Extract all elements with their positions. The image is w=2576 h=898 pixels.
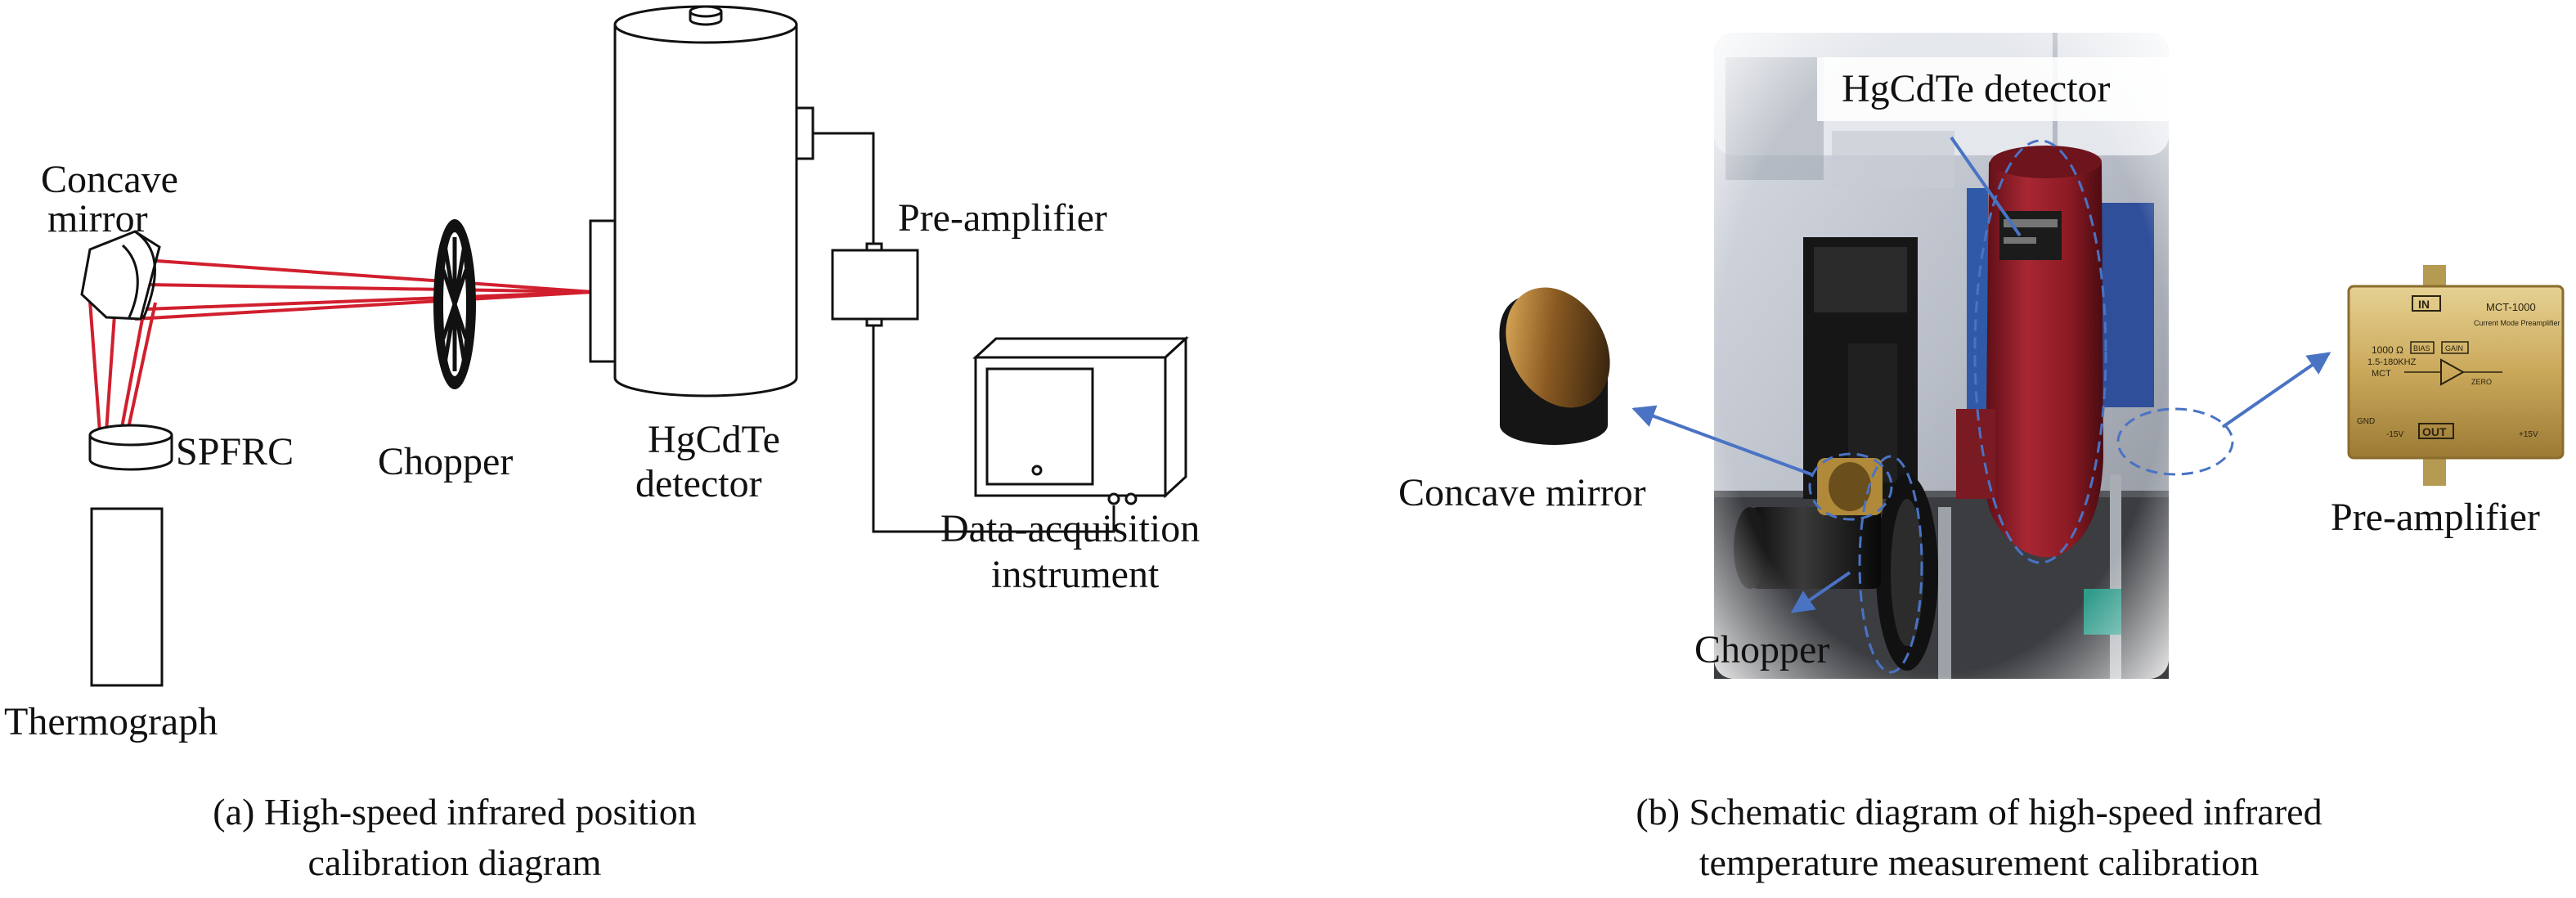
amp-spec2: 1.5-180KHZ [2367,357,2417,367]
thermograph-icon [90,507,164,687]
chopper-highlight [1858,455,1923,674]
concave-mirror-photo [1499,287,1610,445]
amp-neg: -15V [2386,430,2403,439]
amp-gain: GAIN [2445,344,2463,352]
amp-gnd: GND [2357,417,2375,426]
amp-spec1: 1000 Ω [2372,344,2403,356]
amp-zero: ZERO [2471,378,2492,386]
label-detector-line1: HgCdTe [648,418,780,461]
label-b-detector: HgCdTe detector [1842,67,2111,110]
label-thermograph: Thermograph [4,700,218,743]
label-daq-line1: Data-acquisition [940,507,1200,550]
pointer-arrows [1631,136,2331,613]
chopper-icon [433,219,476,389]
pre-amplifier-photo: MCT-1000 Current Mode Preamplifier IN 10… [2347,265,2565,486]
pre-amplifier-icon [831,242,919,327]
amp-bias: BIAS [2413,344,2430,352]
amp-sub: Current Mode Preamplifier [2474,319,2560,327]
panel-a: Concave mirror SPFRC Thermograph Chopper [4,5,1200,883]
label-concave-mirror-line1: Concave [41,158,178,201]
data-acquisition-icon [972,335,1189,505]
label-chopper: Chopper [378,440,513,483]
highlight-ellipses [1808,139,2234,674]
caption-a-line2: calibration diagram [308,842,602,883]
label-pre-amplifier: Pre-amplifier [898,196,1107,240]
spfrc-icon [88,424,173,471]
detector-label-box [1817,57,2169,121]
label-daq-line2: instrument [991,553,1160,596]
panel-b: HgCdTe detector Concave mirror Chopper M… [1398,33,2565,883]
caption-b-line2: temperature measurement calibration [1699,842,2260,883]
amp-pos: +15V [2519,430,2538,439]
lab-photo [1714,33,2169,679]
amp-out: OUT [2422,425,2447,438]
label-detector-line2: detector [635,462,762,505]
label-b-chopper: Chopper [1694,628,1829,671]
caption-a-line1: (a) High-speed infrared position [213,791,696,833]
laser-beams [88,258,594,433]
amp-mct: MCT [2372,369,2391,379]
label-spfrc: SPFRC [176,430,294,474]
amp-in: IN [2418,298,2430,311]
label-b-concave-mirror: Concave mirror [1398,471,1646,514]
detector-highlight [1973,139,2107,564]
amp-model: MCT-1000 [2486,301,2536,313]
preamp-highlight [2116,407,2234,476]
label-concave-mirror-line2: mirror [47,197,148,240]
label-b-pre-amplifier: Pre-amplifier [2331,496,2540,539]
caption-b-line1: (b) Schematic diagram of high-speed infr… [1636,791,2322,833]
hgcdte-detector-icon [589,5,815,397]
signal-wires [813,132,1115,533]
concave-mirror-icon [80,230,161,321]
mirror-highlight [1808,452,1893,521]
